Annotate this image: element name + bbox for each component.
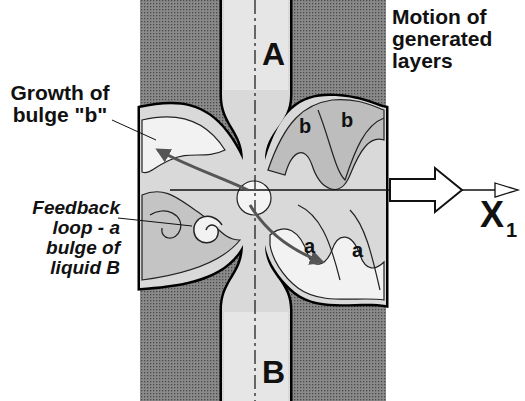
layer-label: b [299, 116, 319, 137]
leader-line [112, 120, 156, 140]
wall-block [140, 0, 386, 401]
channel-fill [140, 0, 386, 401]
leader-line [118, 218, 192, 226]
callout-text: Motion of generated layers [392, 6, 520, 72]
layer-label: a [352, 240, 372, 261]
axis-subscript: 1 [506, 220, 522, 241]
motion-arrow [390, 168, 462, 212]
callout-text: Growth of bulge "b" [4, 82, 116, 126]
axis-label: X [480, 196, 510, 234]
inlet-label: B [262, 356, 302, 390]
growth-arrow [158, 150, 248, 190]
layer-label: a [304, 236, 324, 257]
axis-arrowhead [495, 183, 518, 197]
callout-text: Feedback loop - a bulge of liquid B [4, 198, 120, 278]
inlet-label: A [262, 38, 302, 72]
channel-outline [140, 0, 386, 401]
layer-label: b [341, 110, 361, 131]
symmetry-axis [254, 0, 255, 401]
